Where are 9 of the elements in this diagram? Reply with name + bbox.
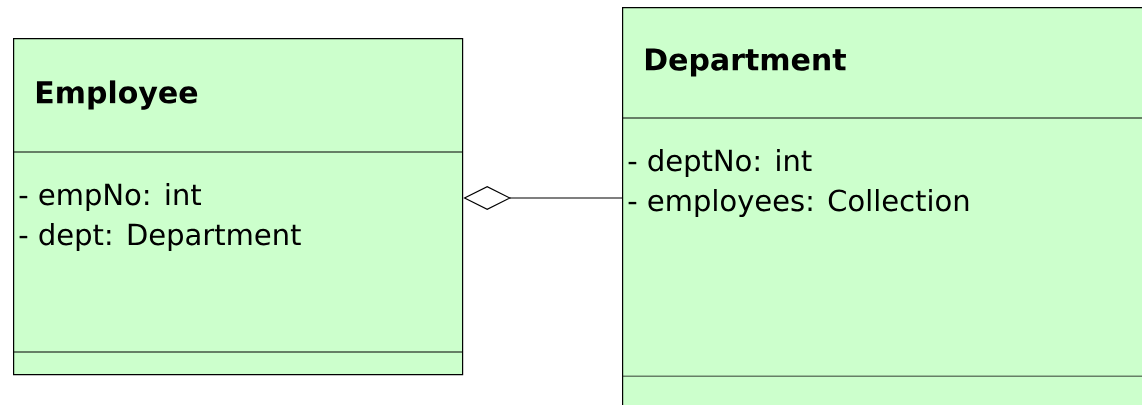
attribute-text: - empNo: int bbox=[19, 182, 201, 212]
class-name: Employee bbox=[36, 80, 198, 110]
class-box bbox=[621, 7, 1142, 405]
attribute-text: - employees: Collection bbox=[628, 188, 969, 218]
attribute-text: - deptNo: int bbox=[628, 148, 812, 178]
attribute-text: - dept: Department bbox=[19, 222, 301, 252]
aggregation-line bbox=[463, 186, 623, 210]
class-name: Department bbox=[645, 48, 846, 77]
class-box bbox=[12, 38, 464, 376]
